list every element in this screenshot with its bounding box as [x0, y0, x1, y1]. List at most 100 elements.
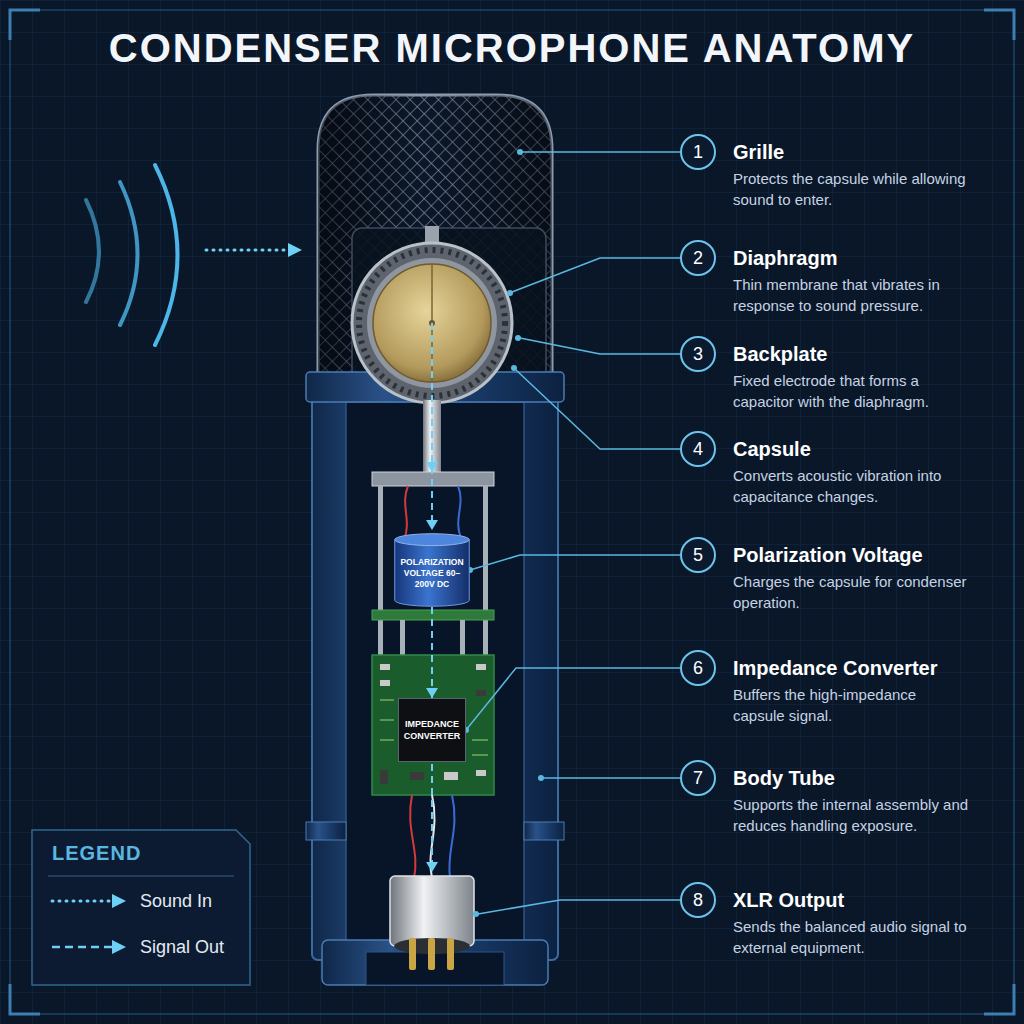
- callout-item: 8 XLR OutputSends the balanced audio sign…: [680, 882, 1016, 960]
- signal-path: [431, 764, 433, 866]
- callout-circle: 7: [680, 760, 716, 796]
- part-name: Capsule: [733, 437, 969, 461]
- callout-text: XLR OutputSends the balanced audio signa…: [733, 888, 969, 958]
- leader-dots: [517, 149, 523, 155]
- internal-frame: [460, 620, 465, 655]
- callout-circle: 1: [680, 134, 716, 170]
- legend-sample-sound: [52, 900, 112, 903]
- legend-sample-sound: [112, 894, 126, 908]
- leader-line: [470, 555, 680, 570]
- body-tube: [346, 402, 524, 947]
- leader-lines: [516, 370, 680, 449]
- leader-lines: [478, 900, 680, 914]
- legend-box: [32, 830, 250, 985]
- internal-frame: [372, 472, 494, 658]
- page-frame: [10, 10, 1014, 1014]
- component-label: IMPEDANCE CONVERTER: [399, 718, 465, 742]
- sound-waves: [86, 165, 178, 345]
- part-description: Charges the capsule for condenser operat…: [733, 571, 969, 613]
- circuit-board: [380, 664, 390, 670]
- legend-sample-signal: [52, 946, 112, 949]
- legend-sample-signal: [112, 940, 126, 954]
- signal-path: [426, 520, 438, 530]
- diagram-title: CONDENSER MICROPHONE ANATOMY: [109, 26, 915, 70]
- leader-lines: [522, 151, 680, 153]
- part-name: Body Tube: [733, 766, 969, 790]
- callout-circle: 2: [680, 240, 716, 276]
- part-description: Thin membrane that vibrates in response …: [733, 274, 969, 316]
- part-name: Impedance Converter: [733, 656, 969, 680]
- internal-frame: [458, 486, 462, 540]
- callout-item: 4CapsuleConverts acoustic vibration into…: [680, 431, 1016, 509]
- leader-lines: [520, 338, 680, 354]
- callout-text: Body TubeSupports the internal assembly …: [733, 766, 969, 836]
- leader-dots: [473, 149, 544, 917]
- part-description: Converts acoustic vibration into capacit…: [733, 465, 969, 507]
- callout-number: 5: [693, 546, 703, 564]
- part-description: Protects the capsule while allowing soun…: [733, 168, 969, 210]
- sound-waves: [155, 165, 178, 345]
- xlr-connector: [390, 876, 474, 970]
- legend-entry: Signal Out: [140, 936, 224, 958]
- callout-text: Polarization VoltageCharges the capsule …: [733, 543, 969, 613]
- leader-lines: [543, 777, 680, 779]
- internal-frame: [378, 486, 383, 658]
- callout-number: 6: [693, 659, 703, 677]
- sound-in-arrow: [206, 249, 290, 252]
- signal-arrow: [431, 607, 433, 698]
- legend-heading: LEGEND: [52, 842, 141, 864]
- part-name: Grille: [733, 140, 969, 164]
- legend-text: Signal Out: [140, 937, 224, 957]
- xlr-connector: [447, 938, 454, 970]
- leader-dots: [507, 290, 513, 296]
- part-name: Backplate: [733, 342, 969, 366]
- signal-path: [426, 462, 438, 472]
- cylinder-outline: [395, 540, 469, 607]
- callout-circle: 6: [680, 650, 716, 686]
- callout-number: 8: [693, 891, 703, 909]
- part-description: Supports the internal assembly and reduc…: [733, 794, 969, 836]
- legend-heading: LEGEND: [52, 841, 141, 865]
- internal-frame: [400, 620, 405, 655]
- leader-dots: [511, 365, 517, 371]
- legend-sample-signal: [52, 940, 126, 954]
- callout-item: 3BackplateFixed electrode that forms a c…: [680, 336, 1016, 414]
- part-description: Buffers the high-impedance capsule signa…: [733, 684, 969, 726]
- callout-circle: 8: [680, 882, 716, 918]
- circuit-board: [410, 772, 424, 780]
- legend-box: [48, 876, 234, 877]
- leader-line: [466, 668, 680, 730]
- grille-head: [306, 95, 564, 402]
- internal-frame: [404, 486, 408, 540]
- callout-circle: 5: [680, 537, 716, 573]
- sound-in-arrow: [288, 243, 302, 257]
- circuit-board: [380, 770, 388, 784]
- leader-dots: [515, 335, 521, 341]
- leader-lines: [478, 152, 680, 914]
- part-name: XLR Output: [733, 888, 969, 912]
- part-description: Sends the balanced audio signal to exter…: [733, 916, 969, 958]
- part-name: Diaphragm: [733, 246, 969, 270]
- component-label: POLARIZATION VOLTAGE 60–200V DC: [394, 551, 470, 590]
- part-name: Polarization Voltage: [733, 543, 969, 567]
- title-bar: CONDENSER MICROPHONE ANATOMY: [0, 24, 1024, 72]
- sound-waves: [86, 200, 99, 302]
- circuit-board: [372, 655, 494, 795]
- callout-item: 2 DiaphragmThin membrane that vibrates in…: [680, 240, 1016, 318]
- xlr-connector: [390, 876, 474, 946]
- output-wires: [449, 795, 454, 878]
- leader-dots: [473, 911, 479, 917]
- converter-chip: IMPEDANCE CONVERTER: [398, 698, 466, 762]
- legend-sample-sound: [52, 894, 126, 908]
- circuit-board: [476, 770, 486, 776]
- callout-item: 1 GrilleProtects the capsule while allowi…: [680, 134, 1016, 212]
- signal-path: [431, 323, 433, 524]
- callout-number: 2: [693, 249, 703, 267]
- sound-waves: [120, 182, 138, 325]
